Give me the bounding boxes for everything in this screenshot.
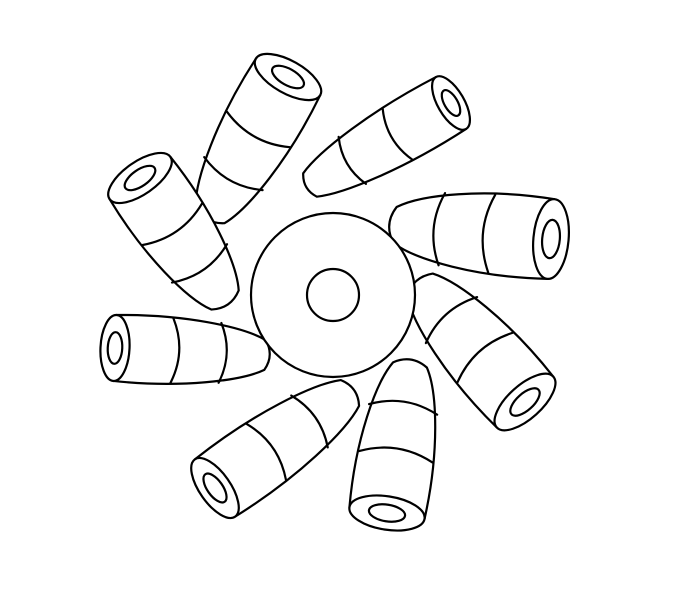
center-bead	[249, 211, 417, 379]
bead-band-line	[456, 331, 514, 384]
bead-band-line	[217, 321, 228, 384]
bead-6	[190, 378, 361, 520]
bead-band-line	[381, 107, 414, 161]
bead-band-line	[290, 394, 329, 449]
bead-2	[302, 75, 472, 198]
bead-4	[406, 272, 557, 432]
bead-hole	[202, 472, 228, 504]
bead-body	[193, 378, 361, 518]
bead-hole	[440, 89, 462, 117]
bead-band-line	[337, 135, 368, 185]
bead-band-line	[357, 446, 434, 464]
bead-band-line	[481, 193, 497, 274]
bead-band-line	[225, 110, 291, 149]
bead-5	[348, 358, 439, 532]
bead-hole	[509, 387, 541, 417]
bead-band-line	[424, 296, 479, 345]
bead-3	[388, 192, 570, 280]
bead-body	[112, 313, 271, 385]
bead-hole	[106, 331, 124, 365]
bead-body	[302, 75, 468, 198]
bead-band-line	[141, 202, 204, 247]
bead-hole	[123, 164, 157, 192]
bead-hole	[367, 503, 407, 523]
bead-hole	[270, 64, 306, 90]
bead-8	[107, 151, 240, 311]
center-bead-hole	[305, 267, 361, 323]
bead-band-line	[367, 399, 439, 416]
bead-band-line	[432, 192, 447, 267]
bead-body	[388, 192, 556, 280]
bead-band-line	[170, 243, 229, 284]
bead-band-line	[169, 317, 181, 384]
bead-band-line	[203, 156, 264, 192]
bead-body	[348, 358, 437, 520]
bead-1	[194, 52, 323, 225]
bead-hole	[540, 218, 562, 260]
outer-beads	[99, 52, 570, 532]
bead-band-line	[245, 422, 288, 481]
bead-7	[99, 313, 271, 385]
